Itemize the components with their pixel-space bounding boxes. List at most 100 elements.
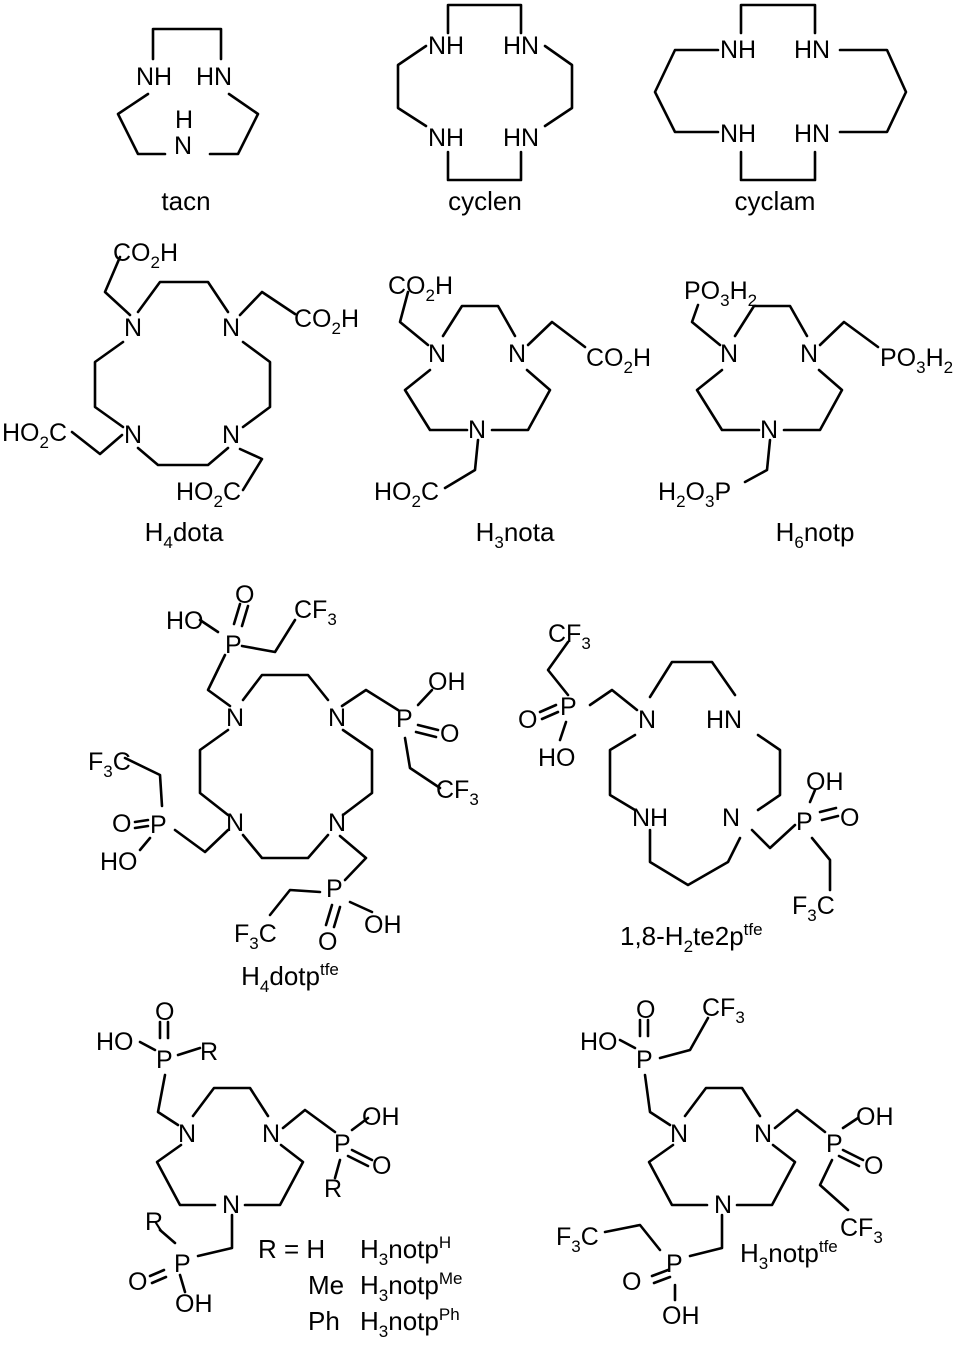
- group-oh: HO: [100, 848, 138, 876]
- group-cf3: CF3: [436, 776, 479, 809]
- atom-p: P: [636, 1046, 653, 1074]
- atom-hn: HN: [196, 63, 232, 91]
- group-oh: OH: [175, 1290, 213, 1318]
- group-co2h: CO2H: [586, 344, 651, 377]
- atom-nh: NH: [136, 63, 172, 91]
- atom-hn: HN: [794, 36, 830, 64]
- atom-p: P: [150, 811, 167, 839]
- group-f3c: F3C: [88, 748, 131, 781]
- group-oh: HO: [96, 1028, 134, 1056]
- atom-p: P: [225, 631, 242, 659]
- caption-h4dotp-tfe: H4dotptfe: [241, 960, 339, 996]
- group-po3h2: PO3H2: [684, 277, 757, 310]
- group-oh: OH: [662, 1302, 700, 1330]
- atom-n: N: [226, 704, 244, 732]
- caption-cyclen: cyclen: [448, 186, 522, 216]
- atom-hn: HN: [503, 124, 539, 152]
- atom-p: P: [326, 875, 343, 903]
- group-oh: OH: [428, 668, 466, 696]
- group-co2h: CO2H: [388, 272, 453, 305]
- group-oh: OH: [806, 768, 844, 796]
- atom-p: P: [174, 1250, 191, 1278]
- structure-h3notp-r: N N N P P P HO O R OH O R R O OH R = H H…: [96, 998, 462, 1341]
- atom-hn: HN: [503, 32, 539, 60]
- atom-nh: NH: [632, 804, 668, 832]
- atom-p: P: [156, 1046, 173, 1074]
- r-equals-h-label: R = H: [258, 1234, 325, 1264]
- atom-n: N: [468, 416, 486, 444]
- atom-n: N: [638, 706, 656, 734]
- atom-o: O: [155, 998, 174, 1026]
- group-cf3: CF3: [548, 620, 591, 653]
- atom-h: H: [175, 106, 193, 134]
- caption-cyclam: cyclam: [735, 186, 816, 216]
- atom-n: N: [428, 340, 446, 368]
- structure-h3notp-tfe: N N N P P P HO O CF3 OH O CF3 F3C O OH H…: [556, 994, 894, 1330]
- atom-n: N: [174, 132, 192, 160]
- group-cf3: CF3: [294, 596, 337, 629]
- structure-te2p-tfe: N HN NH N P P CF3 O HO OH O F3C 1,8-H2te…: [518, 620, 859, 956]
- atom-p: P: [666, 1250, 683, 1278]
- atom-r: R: [145, 1208, 163, 1236]
- atom-o: O: [112, 810, 131, 838]
- atom-o: O: [372, 1152, 391, 1180]
- group-f3c: F3C: [792, 892, 835, 925]
- atom-n: N: [670, 1120, 688, 1148]
- structure-cyclam: NH HN NH HN cyclam: [653, 3, 908, 216]
- group-oh: HO: [538, 744, 576, 772]
- atom-n: N: [226, 809, 244, 837]
- group-co2h: CO2H: [294, 305, 359, 338]
- atom-o: O: [636, 996, 655, 1024]
- atom-n: N: [754, 1120, 772, 1148]
- atom-o: O: [622, 1268, 641, 1296]
- group-f3c: F3C: [234, 920, 277, 953]
- atom-o: O: [235, 581, 254, 609]
- atom-o: O: [864, 1152, 883, 1180]
- atom-n: N: [222, 314, 240, 342]
- atom-n: N: [328, 704, 346, 732]
- group-co2h: CO2H: [113, 239, 178, 272]
- atom-p: P: [334, 1130, 351, 1158]
- group-oh: OH: [856, 1103, 894, 1131]
- group-oh: OH: [364, 911, 402, 939]
- group-h2o3p: H2O3P: [658, 478, 731, 511]
- name-h3notp-h: H3notpH: [360, 1233, 451, 1269]
- structure-tacn: NH HN H N tacn: [116, 27, 260, 216]
- structure-h4dotp-tfe: N N N N P P P P HO O CF3 OH O CF3 F3C O …: [88, 581, 479, 996]
- atom-o: O: [840, 804, 859, 832]
- group-ho2c: HO2C: [176, 478, 241, 511]
- atom-n: N: [760, 416, 778, 444]
- structure-h6notp: N N N PO3H2 PO3H2 H2O3P H6notp: [658, 277, 953, 552]
- atom-n: N: [328, 809, 346, 837]
- structure-h4dota: N N N N CO2H CO2H HO2C HO2C H4dota: [2, 239, 359, 552]
- atom-p: P: [826, 1130, 843, 1158]
- caption-h6notp: H6notp: [776, 517, 855, 552]
- atom-n: N: [124, 314, 142, 342]
- caption-h3nota: H3nota: [476, 517, 555, 552]
- structure-h3nota: N N N CO2H CO2H HO2C H3nota: [374, 272, 651, 552]
- atom-o: O: [518, 706, 537, 734]
- group-oh: HO: [166, 607, 204, 635]
- atom-n: N: [222, 421, 240, 449]
- group-ho2c: HO2C: [2, 419, 67, 452]
- caption-te2p-tfe: 1,8-H2te2ptfe: [620, 920, 763, 956]
- atom-n: N: [720, 340, 738, 368]
- atom-n: N: [222, 1191, 240, 1219]
- atom-hn: HN: [706, 706, 742, 734]
- atom-nh: NH: [720, 120, 756, 148]
- name-h3notp-me: H3notpMe: [360, 1269, 462, 1305]
- name-h3notp-ph: H3notpPh: [360, 1305, 460, 1341]
- atom-p: P: [560, 693, 577, 721]
- r-ph-label: Ph: [308, 1306, 340, 1336]
- atom-p: P: [796, 808, 813, 836]
- atom-n: N: [262, 1120, 280, 1148]
- atom-n: N: [714, 1191, 732, 1219]
- atom-nh: NH: [428, 124, 464, 152]
- atom-n: N: [508, 340, 526, 368]
- atom-p: P: [396, 705, 413, 733]
- caption-h3notp-tfe: H3notptfe: [740, 1237, 838, 1273]
- atom-n: N: [124, 421, 142, 449]
- atom-nh: NH: [720, 36, 756, 64]
- atom-hn: HN: [794, 120, 830, 148]
